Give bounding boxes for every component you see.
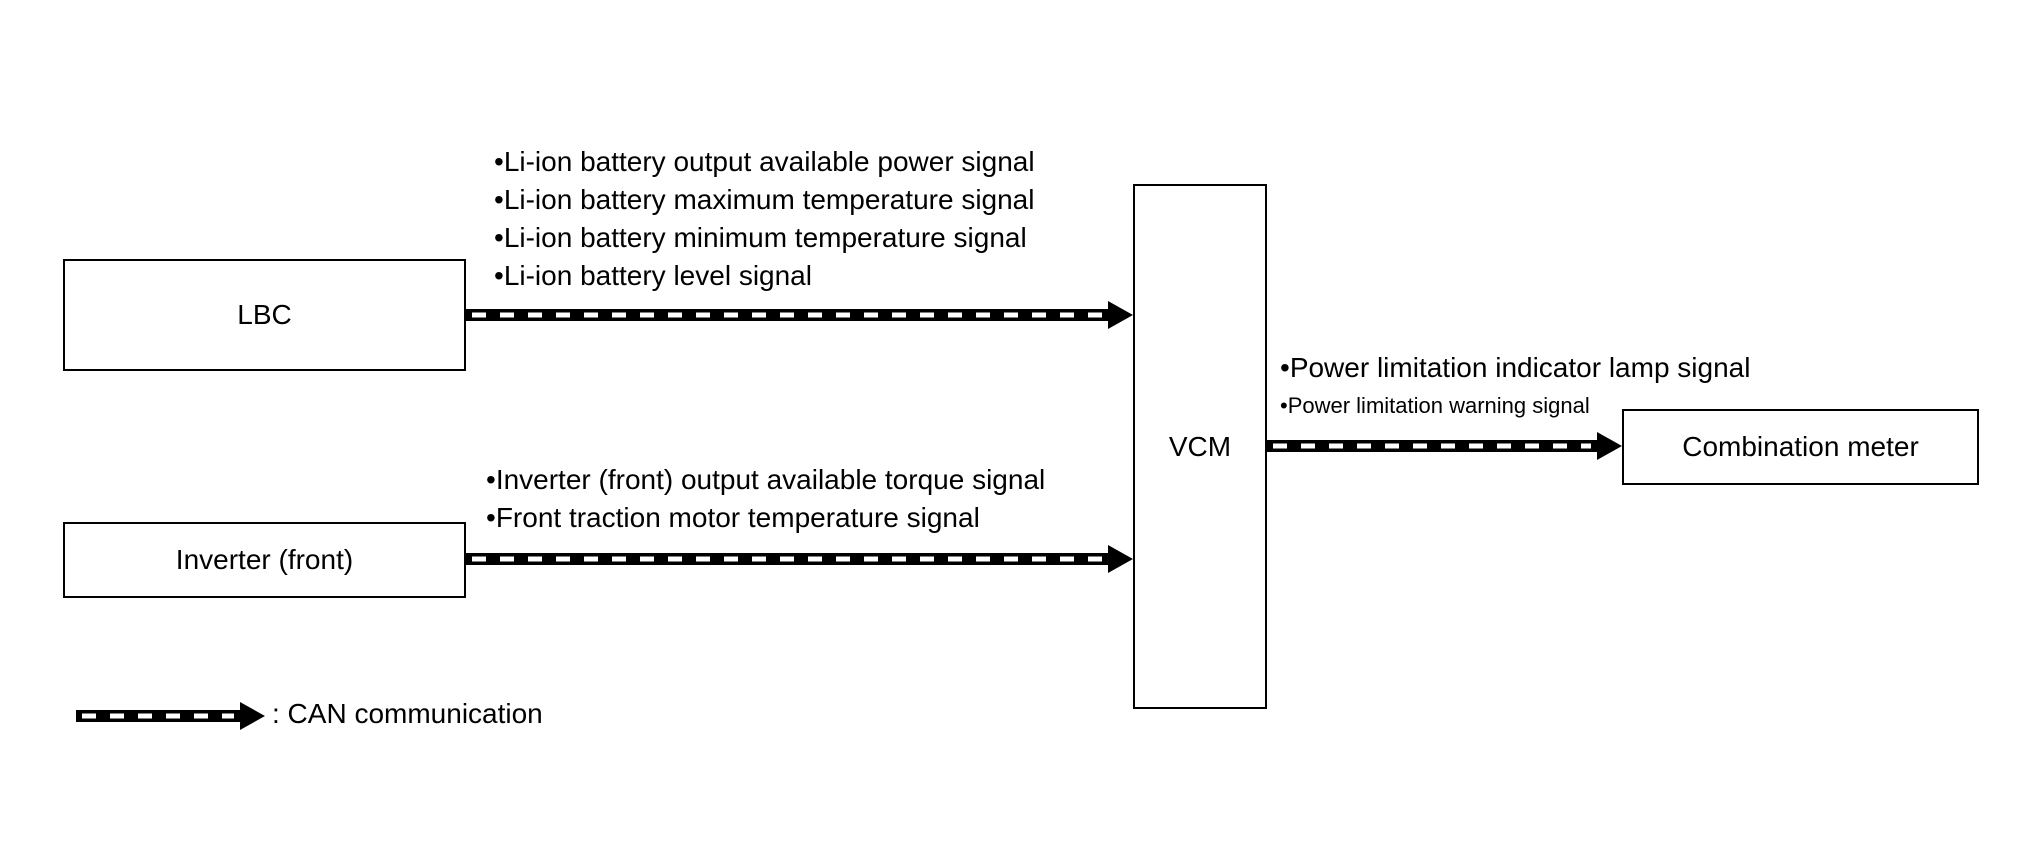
can-arrow-inverter-to-vcm bbox=[466, 545, 1133, 573]
combination-meter-label: Combination meter bbox=[1682, 431, 1919, 462]
signal-item: Front traction motor temperature signal bbox=[486, 499, 1045, 537]
can-arrow-vcm-to-meter bbox=[1267, 432, 1622, 460]
inverter-signal-list: Inverter (front) output available torque… bbox=[486, 461, 1045, 537]
combination-meter-box: Combination meter bbox=[1622, 409, 1979, 485]
legend-label: : CAN communication bbox=[272, 698, 543, 729]
signal-item: Li-ion battery level signal bbox=[494, 257, 1035, 295]
lbc-label: LBC bbox=[237, 299, 292, 330]
signal-item: Li-ion battery output available power si… bbox=[494, 143, 1035, 181]
signal-item: Power limitation indicator lamp signal bbox=[1280, 349, 1751, 387]
vcm-box: VCM bbox=[1133, 184, 1267, 709]
lbc-signal-list: Li-ion battery output available power si… bbox=[494, 143, 1035, 295]
lbc-box: LBC bbox=[63, 259, 466, 371]
signal-item: Power limitation warning signal bbox=[1280, 387, 1750, 425]
can-arrow-lbc-to-vcm bbox=[466, 301, 1133, 329]
signal-item: Inverter (front) output available torque… bbox=[486, 461, 1045, 499]
signal-item: Li-ion battery minimum temperature signa… bbox=[494, 219, 1035, 257]
inverter-front-box: Inverter (front) bbox=[63, 522, 466, 598]
signal-item: Li-ion battery maximum temperature signa… bbox=[494, 181, 1035, 219]
legend-arrow-icon bbox=[76, 702, 265, 730]
inverter-front-label: Inverter (front) bbox=[175, 544, 354, 575]
vcm-label: VCM bbox=[1168, 430, 1232, 462]
vcm-signal-list: Power limitation indicator lamp signal P… bbox=[1280, 349, 1751, 425]
